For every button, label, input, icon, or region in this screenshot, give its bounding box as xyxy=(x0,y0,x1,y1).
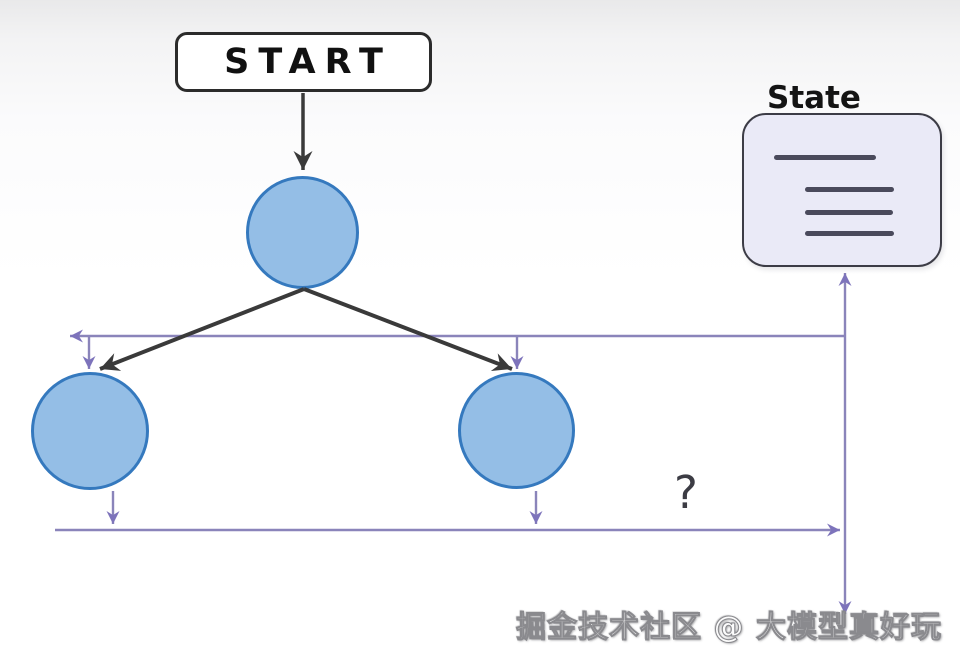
start-node-label: START xyxy=(224,42,392,82)
left-child-node xyxy=(31,372,149,490)
edge-root-to-right xyxy=(303,287,513,372)
right-child-node xyxy=(458,372,575,489)
state-card-line xyxy=(774,155,876,160)
state-card-line xyxy=(805,187,894,192)
state-label: State xyxy=(767,80,861,116)
state-card-line xyxy=(805,231,894,236)
edge-root-to-left xyxy=(99,287,305,371)
start-node: START xyxy=(175,32,432,92)
question-mark: ? xyxy=(674,466,698,519)
watermark-text: 掘金技术社区 @ 大模型真好玩 xyxy=(516,610,942,646)
root-node xyxy=(246,176,359,289)
state-card xyxy=(742,113,942,267)
state-card-line xyxy=(805,210,893,215)
